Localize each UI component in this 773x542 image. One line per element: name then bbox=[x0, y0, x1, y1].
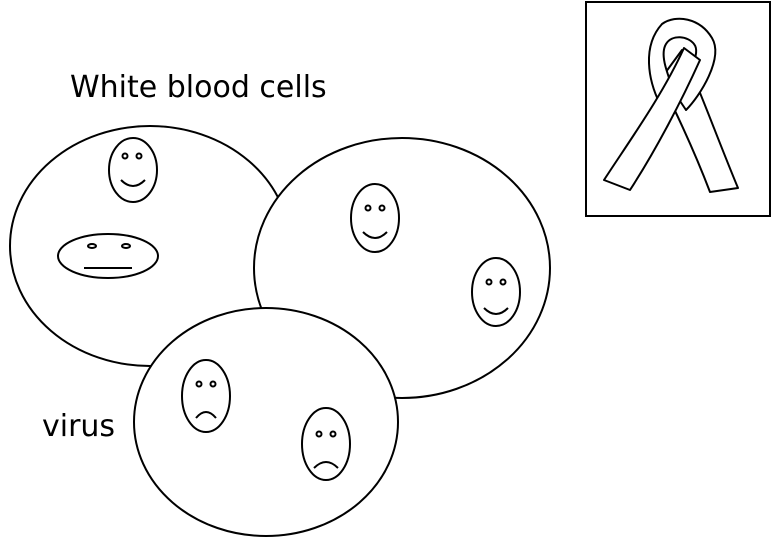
smiley-face-icon bbox=[57, 233, 159, 279]
smiley-face-icon bbox=[108, 137, 158, 203]
sad-face-icon bbox=[181, 359, 231, 433]
sad-face-icon bbox=[301, 407, 351, 481]
white-blood-cell-left bbox=[9, 125, 291, 367]
smiley-face-icon bbox=[471, 257, 521, 327]
ribbon-left-leg bbox=[603, 47, 701, 191]
smiley-face-icon bbox=[350, 183, 400, 253]
virus-cell bbox=[133, 307, 399, 537]
awareness-ribbon-icon bbox=[603, 17, 739, 193]
diagram-title: White blood cells bbox=[70, 70, 327, 105]
cell-membrane bbox=[133, 307, 399, 537]
ribbon-panel bbox=[585, 1, 771, 217]
virus-label: virus bbox=[42, 409, 115, 444]
